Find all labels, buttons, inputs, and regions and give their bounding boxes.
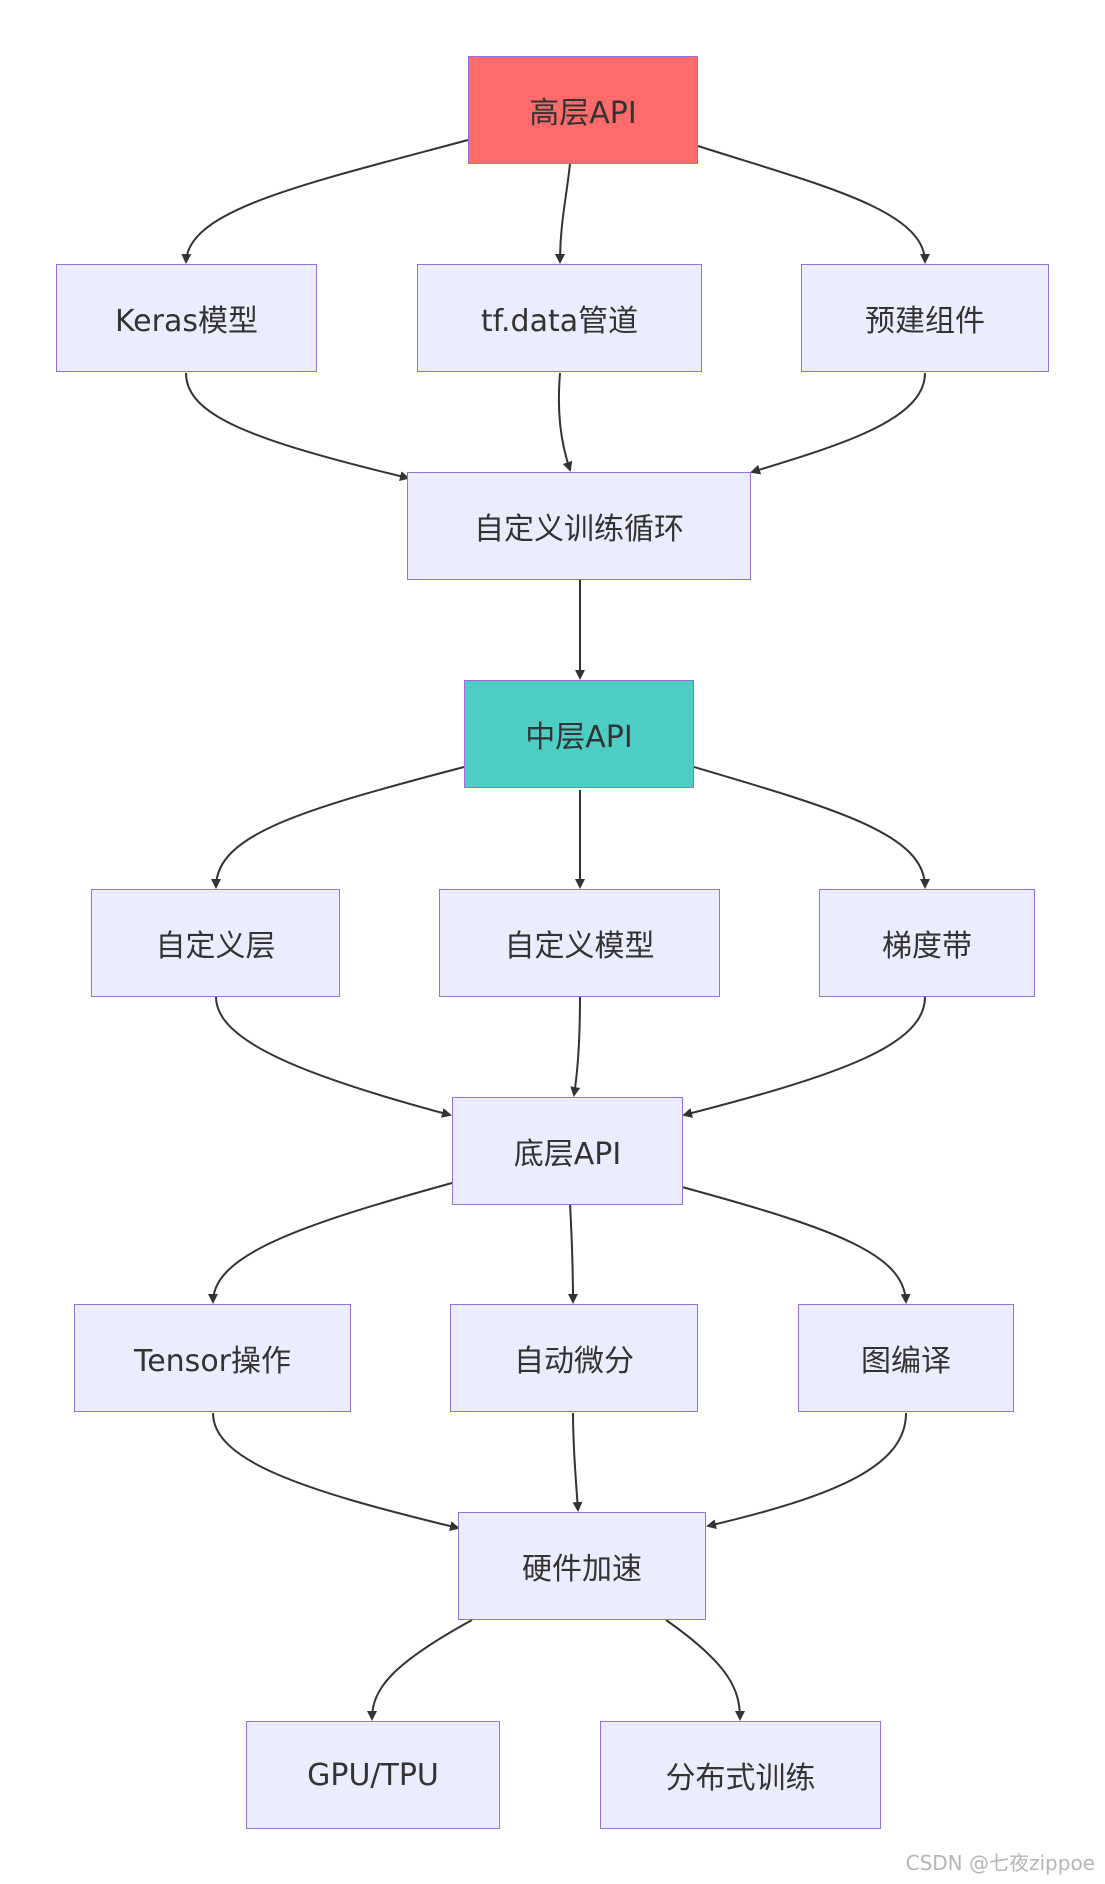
node-mid-api: 中层API xyxy=(464,680,694,788)
edge-hw-gpu xyxy=(367,1619,473,1721)
node-tf-data: tf.data管道 xyxy=(417,264,702,372)
edge-tensor-hw xyxy=(212,1412,460,1531)
node-low-api: 底层API xyxy=(452,1097,683,1205)
edge-high-tfdata xyxy=(555,163,571,264)
node-autodiff: 自动微分 xyxy=(450,1304,698,1412)
edge-tape-low xyxy=(682,996,926,1118)
node-tensor-ops: Tensor操作 xyxy=(74,1304,351,1412)
edge-low-autodiff xyxy=(567,1203,578,1304)
node-high-api: 高层API xyxy=(468,56,698,164)
node-custom-layer: 自定义层 xyxy=(91,889,340,997)
node-prebuilt-components: 预建组件 xyxy=(801,264,1049,372)
edge-high-keras xyxy=(181,139,469,264)
edge-high-prebuilt xyxy=(697,145,930,264)
node-gpu-tpu: GPU/TPU xyxy=(246,1721,500,1829)
edge-hw-distributed xyxy=(665,1619,745,1721)
edge-custommodel-low xyxy=(570,996,581,1097)
edge-autodiff-hw xyxy=(572,1412,583,1512)
node-distributed-training: 分布式训练 xyxy=(600,1721,881,1829)
node-keras-model: Keras模型 xyxy=(56,264,317,372)
node-hardware-acceleration: 硬件加速 xyxy=(458,1512,706,1620)
edge-customlayer-low xyxy=(215,996,452,1118)
edge-mid-tape xyxy=(693,766,930,889)
edge-low-graph xyxy=(681,1186,911,1304)
edge-low-tensor xyxy=(208,1182,453,1304)
edge-keras-loop xyxy=(185,372,410,481)
node-custom-model: 自定义模型 xyxy=(439,889,720,997)
edge-prebuilt-loop xyxy=(750,372,926,475)
edge-mid-customlayer xyxy=(211,766,465,889)
edge-graph-hw xyxy=(706,1412,907,1530)
node-custom-training-loop: 自定义训练循环 xyxy=(407,472,751,580)
node-graph-compile: 图编译 xyxy=(798,1304,1014,1412)
node-gradient-tape: 梯度带 xyxy=(819,889,1035,997)
edge-tfdata-loop xyxy=(557,372,573,472)
watermark: CSDN @七夜zippoe xyxy=(905,1851,1095,1875)
